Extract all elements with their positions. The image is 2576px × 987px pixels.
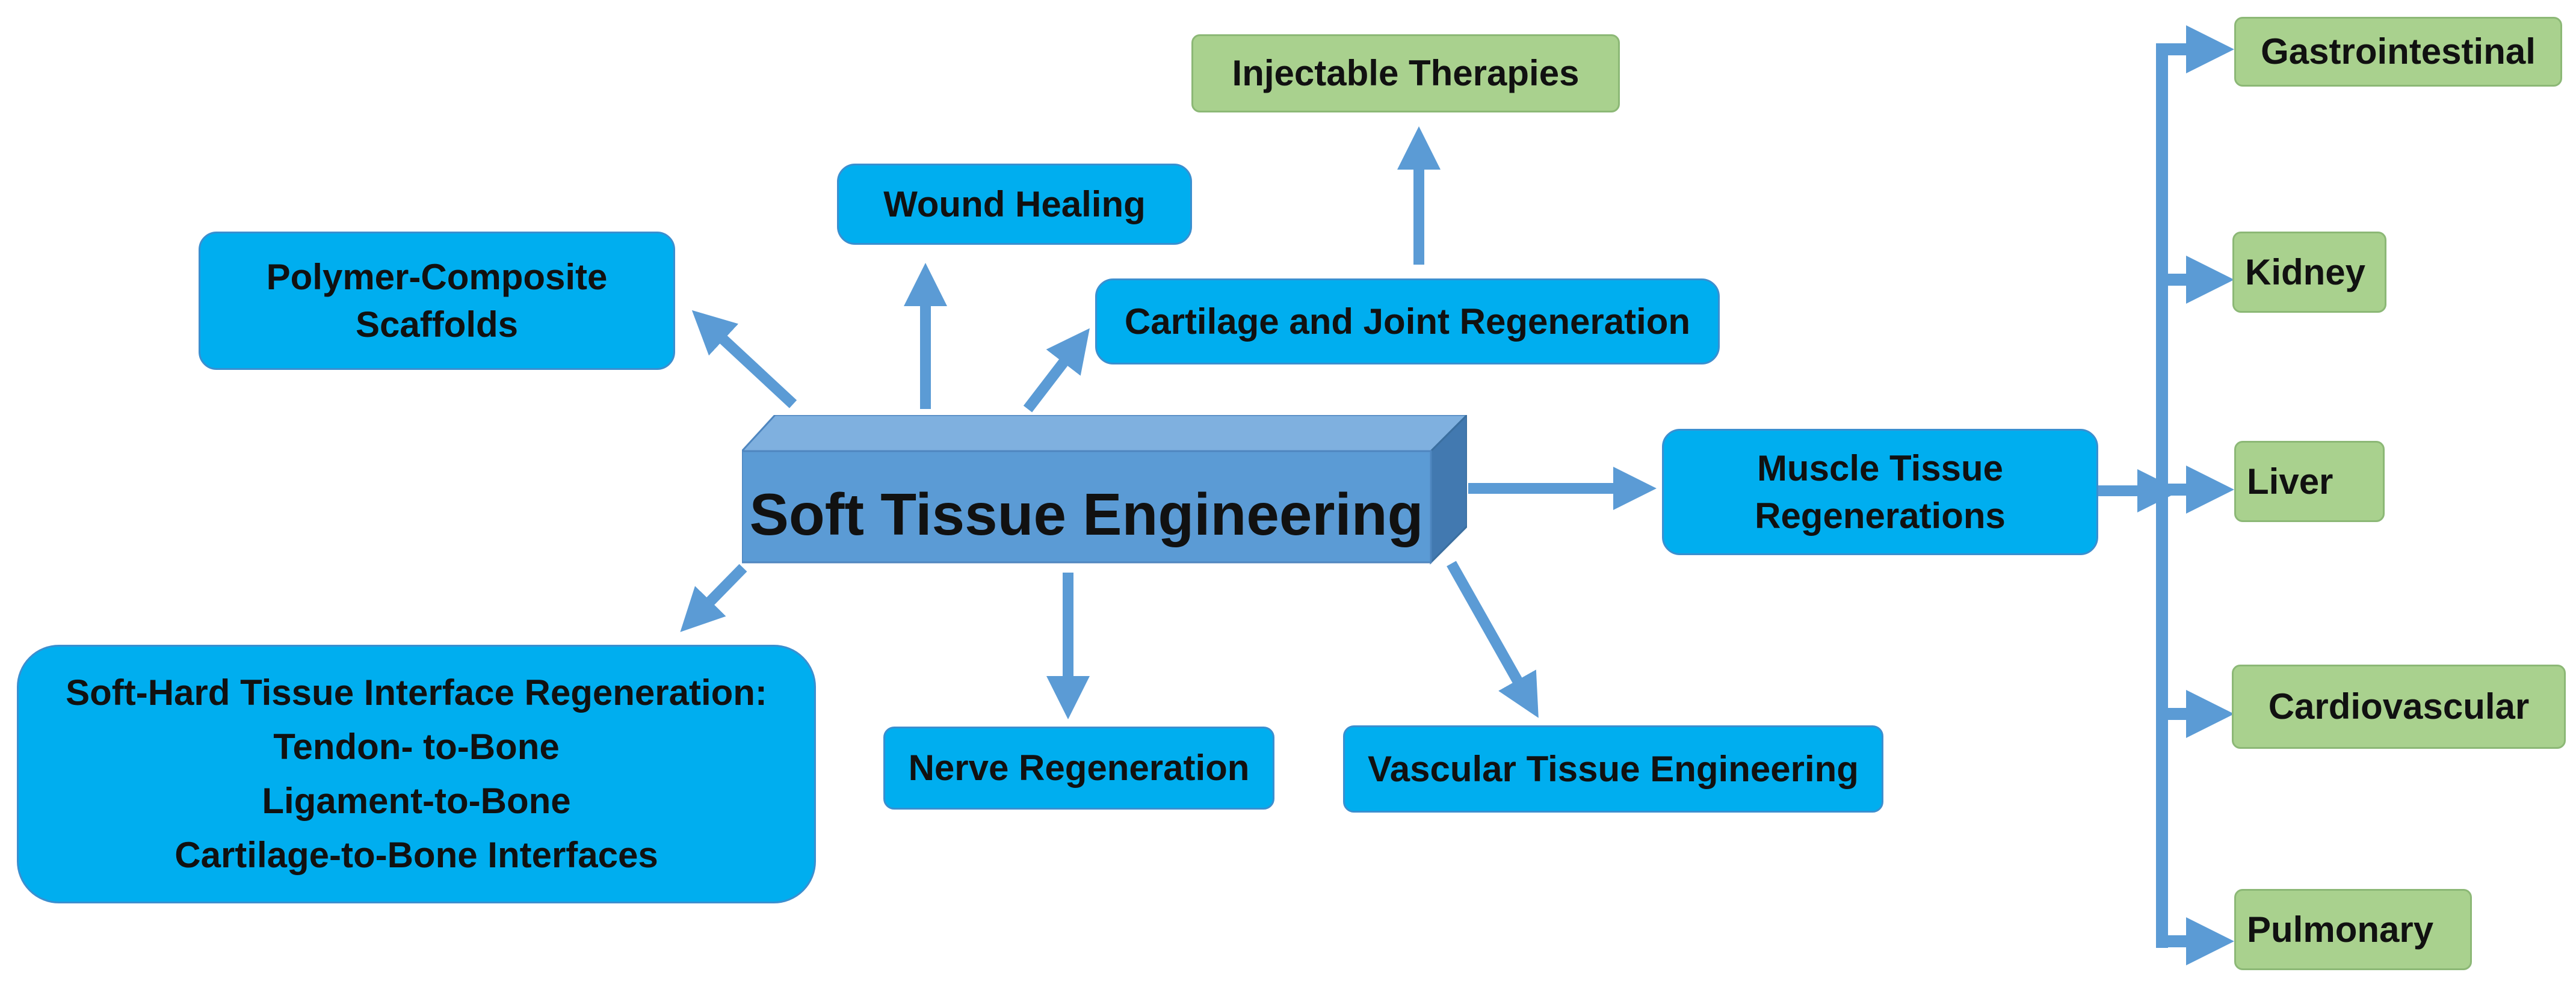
soft-hard-label-line-4: Cartilage-to-Bone Interfaces — [175, 835, 658, 875]
cartilage-label: Cartilage and Joint Regeneration — [1124, 301, 1691, 342]
nerve-regeneration-box: Nerve Regeneration — [883, 727, 1274, 810]
kidney-label: Kidney — [2245, 251, 2366, 292]
liver-box: Liver — [2234, 441, 2385, 522]
cardiovascular-box: Cardiovascular — [2232, 665, 2566, 749]
arrow-to-soft-hard-interface — [680, 564, 747, 632]
cardiovascular-label: Cardiovascular — [2268, 686, 2530, 727]
injectable-label: Injectable Therapies — [1232, 53, 1580, 94]
muscle-label-line-1: Muscle Tissue — [1756, 447, 2004, 488]
polymer-composite-scaffolds-box: Polymer-Composite Scaffolds — [199, 232, 675, 370]
nerve-label: Nerve Regeneration — [908, 748, 1250, 789]
vascular-tissue-engineering-box: Vascular Tissue Engineering — [1343, 725, 1883, 813]
vascular-label: Vascular Tissue Engineering — [1368, 748, 1859, 789]
pulmonary-box: Pulmonary — [2234, 889, 2472, 970]
central-title: Soft Tissue Engineering — [749, 481, 1424, 547]
soft-hard-label-line-3: Ligament-to-Bone — [262, 781, 571, 821]
injectable-therapies-box: Injectable Therapies — [1191, 34, 1620, 112]
gastrointestinal-box: Gastrointestinal — [2234, 17, 2562, 87]
soft-hard-label-line-2: Tendon- to-Bone — [273, 727, 560, 767]
kidney-box: Kidney — [2232, 232, 2386, 313]
soft-hard-interface-box: Soft-Hard Tissue Interface Regeneration:… — [17, 645, 816, 903]
pulmonary-label: Pulmonary — [2247, 909, 2434, 950]
arrow-to-vascular — [1447, 561, 1539, 718]
muscle-tissue-regenerations-box: Muscle Tissue Regenerations — [1662, 429, 2098, 555]
polymer-label-line-1: Polymer-Composite — [266, 256, 608, 297]
arrow-to-cartilage — [1023, 328, 1090, 413]
polymer-label-line-2: Scaffolds — [355, 304, 519, 345]
wound-healing-label: Wound Healing — [883, 183, 1146, 224]
wound-healing-box: Wound Healing — [837, 164, 1192, 245]
soft-hard-label-line-1: Soft-Hard Tissue Interface Regeneration: — [66, 672, 767, 713]
muscle-label-line-2: Regenerations — [1755, 496, 2006, 536]
liver-label: Liver — [2247, 461, 2334, 502]
central-node: Soft Tissue Engineering — [742, 415, 1467, 565]
central-3d-box — [742, 415, 1467, 565]
cartilage-joint-regeneration-box: Cartilage and Joint Regeneration — [1095, 278, 1720, 364]
arrow-to-polymer-scaffolds — [691, 310, 797, 408]
gastrointestinal-label: Gastrointestinal — [2261, 31, 2536, 72]
